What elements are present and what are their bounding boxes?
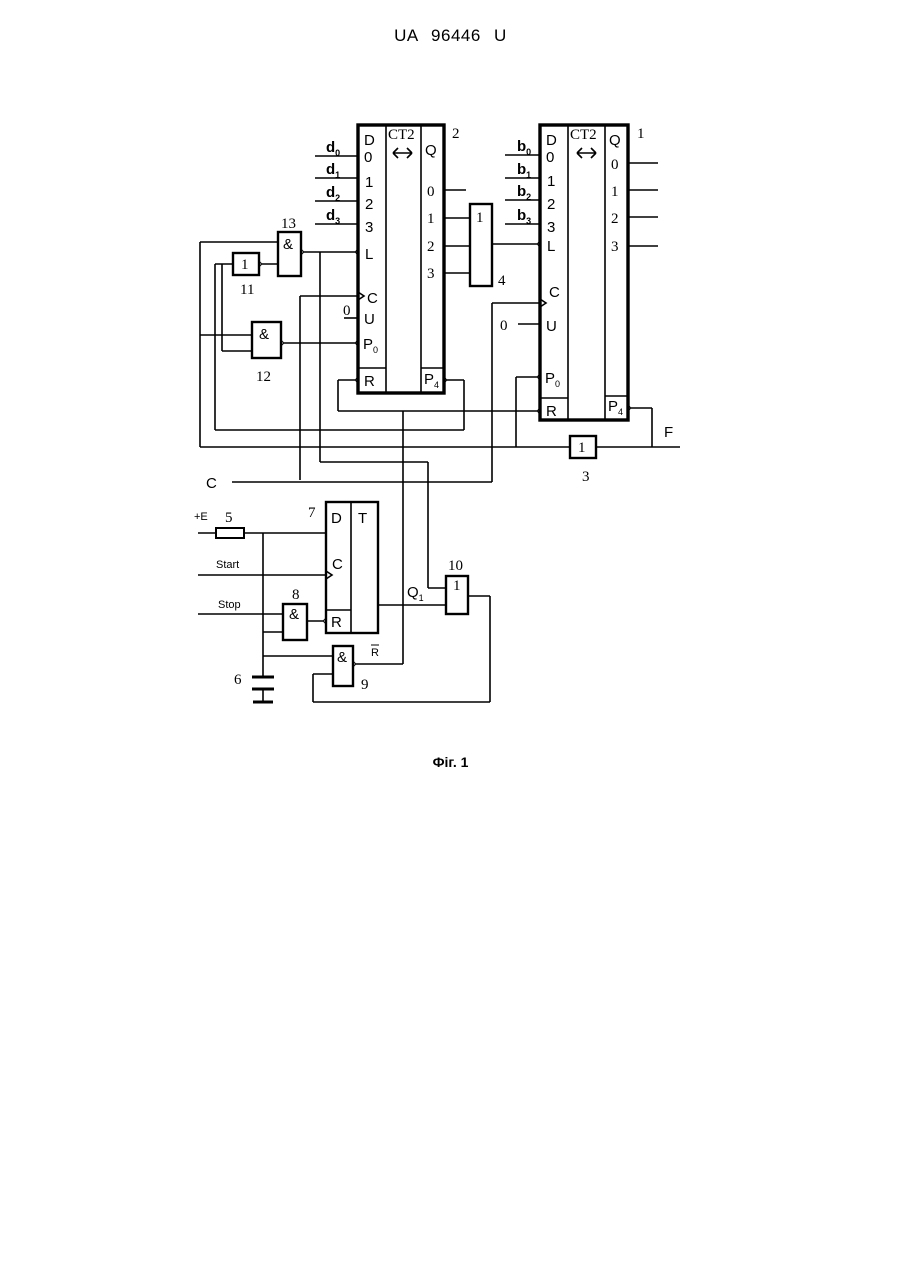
gate-10: 1 10 [446, 558, 468, 614]
figure-caption: Фіг. 1 [0, 754, 901, 770]
element-number: 7 [308, 505, 316, 521]
pin-label: D [364, 132, 375, 149]
counter-type: CT2 [570, 127, 597, 143]
counter-2: D 0 1 2 3 L C U P0 R CT2 Q 0 1 2 3 P4 2 [358, 125, 460, 393]
supply-label: +E [194, 511, 208, 523]
element-number: 2 [452, 126, 460, 142]
pin-label: 0 [611, 157, 619, 173]
pin-label: R [331, 614, 342, 631]
signal-labels: C F Start Stop Q1 R [206, 424, 673, 659]
gate-symbol: & [283, 236, 293, 253]
gate-symbol: 1 [453, 578, 461, 594]
counter-1-inputs: b0 b1 b2 b3 0 [500, 138, 531, 334]
r-inverted-label: R [371, 647, 379, 659]
input-label: d1 [326, 161, 340, 180]
pin-label: 2 [547, 196, 555, 213]
element-number: 1 [637, 126, 645, 142]
pin-label: Q [609, 132, 621, 149]
clock-signal-label: C [206, 475, 217, 492]
element-number: 10 [448, 558, 463, 574]
gate-symbol: 1 [578, 440, 586, 456]
pin-label: 3 [547, 219, 555, 236]
gate-symbol: & [259, 326, 269, 343]
element-number: 9 [361, 677, 369, 693]
input-label: b2 [517, 183, 531, 202]
pin-label: L [547, 238, 555, 255]
gate-symbol: 1 [476, 210, 484, 226]
trigger-7: D T C R 7 [308, 502, 378, 633]
pin-label: 0 [546, 149, 554, 166]
element-number: 5 [225, 510, 233, 526]
pin-label: L [365, 246, 373, 263]
counter-1: D 0 1 2 3 L C U P0 R CT2 Q 0 1 2 3 P4 1 [540, 125, 645, 420]
input-label: b0 [517, 138, 531, 157]
element-number: 12 [256, 369, 271, 385]
pin-label: 1 [547, 173, 555, 190]
element-number: 4 [498, 273, 506, 289]
start-label: Start [216, 559, 239, 571]
pin-label: C [367, 290, 378, 307]
pin-label: R [364, 373, 375, 390]
element-number: 6 [234, 672, 242, 688]
element-number: 13 [281, 216, 296, 232]
pin-label: Q [425, 142, 437, 159]
pin-label: T [358, 510, 367, 527]
counter-type: CT2 [388, 127, 415, 143]
gate-13: & 13 [278, 216, 301, 276]
pin-label: 0 [427, 184, 435, 200]
gate-4: 1 4 [470, 204, 506, 289]
pin-label: 2 [365, 196, 373, 213]
pin-label: 3 [427, 266, 435, 282]
gate-3: 1 3 [570, 436, 596, 485]
stop-label: Stop [218, 599, 241, 611]
gate-12: & 12 [252, 322, 281, 385]
counter-2-inputs: d0 d1 d2 d3 0 [326, 139, 351, 319]
input-label: d0 [326, 139, 340, 158]
output-f-label: F [664, 424, 673, 441]
pin-label: 2 [427, 239, 435, 255]
pin-label: R [546, 403, 557, 420]
input-label: b1 [517, 161, 531, 180]
element-number: 11 [240, 282, 254, 298]
gate-11: 1 11 [233, 253, 259, 298]
pin-label: C [549, 284, 560, 301]
input-label: b3 [517, 207, 531, 226]
pin-label: 1 [427, 211, 435, 227]
input-label: d3 [326, 207, 340, 226]
pin-label: 3 [365, 219, 373, 236]
u-value: 0 [500, 318, 508, 334]
pin-label: 0 [364, 149, 372, 166]
element-number: 8 [292, 587, 300, 603]
pin-label: C [332, 556, 343, 573]
q1-label: Q1 [407, 584, 424, 603]
pin-label: D [331, 510, 342, 527]
gate-symbol: & [289, 606, 299, 623]
pin-label: U [546, 318, 557, 335]
element-number: 3 [582, 469, 590, 485]
capacitor-6: 6 [234, 672, 274, 702]
gate-symbol: & [337, 649, 347, 666]
pin-label: 3 [611, 239, 619, 255]
gate-8: & 8 [283, 587, 307, 640]
pin-label: U [364, 311, 375, 328]
pin-label: D [546, 132, 557, 149]
pin-label: 2 [611, 211, 619, 227]
pin-label: 1 [365, 174, 373, 191]
u-value: 0 [343, 303, 351, 319]
input-label: d2 [326, 184, 340, 203]
gate-9: & 9 [333, 646, 369, 693]
gate-symbol: 1 [241, 257, 249, 273]
pin-label: 1 [611, 184, 619, 200]
